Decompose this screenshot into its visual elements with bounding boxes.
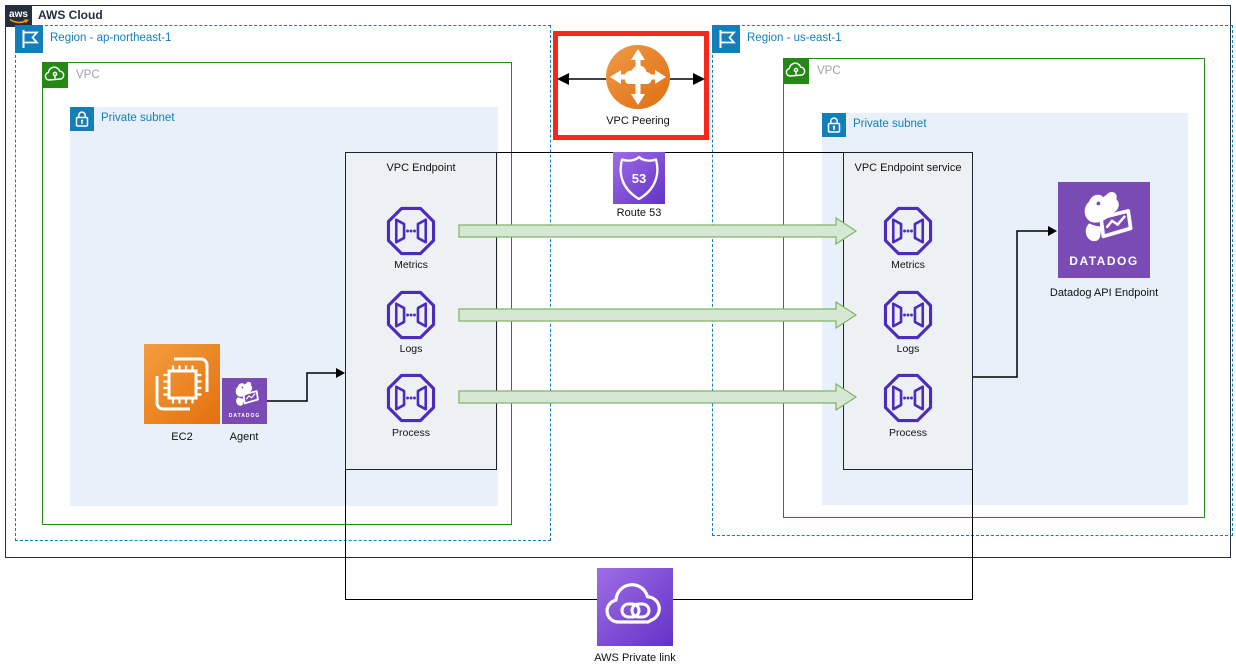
datadog-agent-node[interactable]: DATADOG — [222, 378, 267, 424]
vpc-endpoint-icon — [883, 373, 933, 423]
endpoint-metrics-node[interactable] — [385, 205, 437, 257]
vpc-endpoint-title: VPC Endpoint — [386, 162, 456, 174]
ec2-label: EC2 — [171, 431, 193, 443]
endpoint-service-metrics-node[interactable] — [882, 205, 934, 257]
endpoint-service-logs-label: Logs — [896, 343, 920, 355]
datadog-api-endpoint-node[interactable]: DATADOG — [1058, 182, 1150, 278]
endpoint-process-node[interactable] — [385, 372, 437, 424]
vpc-peering-highlight-box[interactable] — [553, 31, 709, 140]
ec2-chip-icon — [155, 357, 209, 411]
agent-label: Agent — [229, 431, 259, 443]
datadog-api-endpoint-label: Datadog API Endpoint — [1049, 287, 1159, 299]
route53-node[interactable]: 53 — [613, 152, 665, 204]
vpc-endpoint-icon — [883, 290, 933, 340]
aws-cloud-group[interactable] — [5, 5, 1231, 558]
subnet-left-label: Private subnet — [101, 112, 175, 124]
endpoint-service-logs-node[interactable] — [882, 289, 934, 341]
vpc-endpoint-service-group[interactable] — [843, 152, 973, 470]
endpoint-service-process-node[interactable] — [882, 372, 934, 424]
vpc-cloud-icon — [42, 62, 68, 88]
vpc-peering-icon[interactable] — [606, 45, 670, 109]
vpc-right-label: VPC — [817, 65, 841, 77]
region-left-label: Region - ap-northeast-1 — [50, 32, 172, 44]
aws-logo-text: aws — [9, 9, 28, 20]
vpc-endpoint-service-title: VPC Endpoint service — [854, 162, 962, 174]
vpc-right[interactable] — [783, 58, 1205, 518]
region-flag-icon — [712, 25, 740, 53]
vpc-endpoint-icon — [386, 290, 436, 340]
endpoint-metrics-label: Metrics — [394, 259, 428, 271]
aws-privatelink-label: AWS Private link — [594, 652, 676, 664]
aws-cloud-label: AWS Cloud — [38, 8, 103, 22]
endpoint-service-metrics-label: Metrics — [891, 259, 925, 271]
vpc-cloud-icon — [783, 58, 809, 84]
endpoint-process-label: Process — [392, 427, 430, 439]
aws-logo-icon: aws — [5, 5, 32, 27]
datadog-dog-icon — [235, 381, 259, 406]
route53-shield-icon: 53 — [619, 155, 659, 201]
lock-icon — [822, 113, 846, 137]
vpc-left-label: VPC — [76, 69, 100, 81]
vpc-left[interactable] — [42, 62, 512, 525]
vpc-endpoint-icon — [386, 206, 436, 256]
privatelink-cloud-icon — [605, 583, 661, 624]
lock-icon — [70, 107, 94, 131]
route53-shield-text: 53 — [632, 171, 646, 186]
datadog-dog-icon — [1084, 191, 1133, 242]
vpc-endpoint-icon — [883, 206, 933, 256]
region-right-label: Region - us-east-1 — [747, 32, 842, 44]
endpoint-logs-node[interactable] — [385, 289, 437, 341]
aws-privatelink-node[interactable] — [597, 568, 673, 646]
ec2-node[interactable] — [144, 344, 220, 424]
endpoint-logs-label: Logs — [399, 343, 423, 355]
vpc-peering-label: VPC Peering — [606, 115, 670, 127]
datadog-brand-text: DATADOG — [1069, 254, 1139, 268]
agent-brand-text: DATADOG — [228, 413, 261, 419]
region-ap-northeast-1[interactable] — [15, 25, 551, 541]
endpoint-service-process-label: Process — [889, 427, 927, 439]
subnet-right-label: Private subnet — [853, 118, 927, 130]
region-flag-icon — [15, 25, 43, 53]
vpc-endpoint-icon — [386, 373, 436, 423]
route53-label: Route 53 — [616, 207, 662, 219]
